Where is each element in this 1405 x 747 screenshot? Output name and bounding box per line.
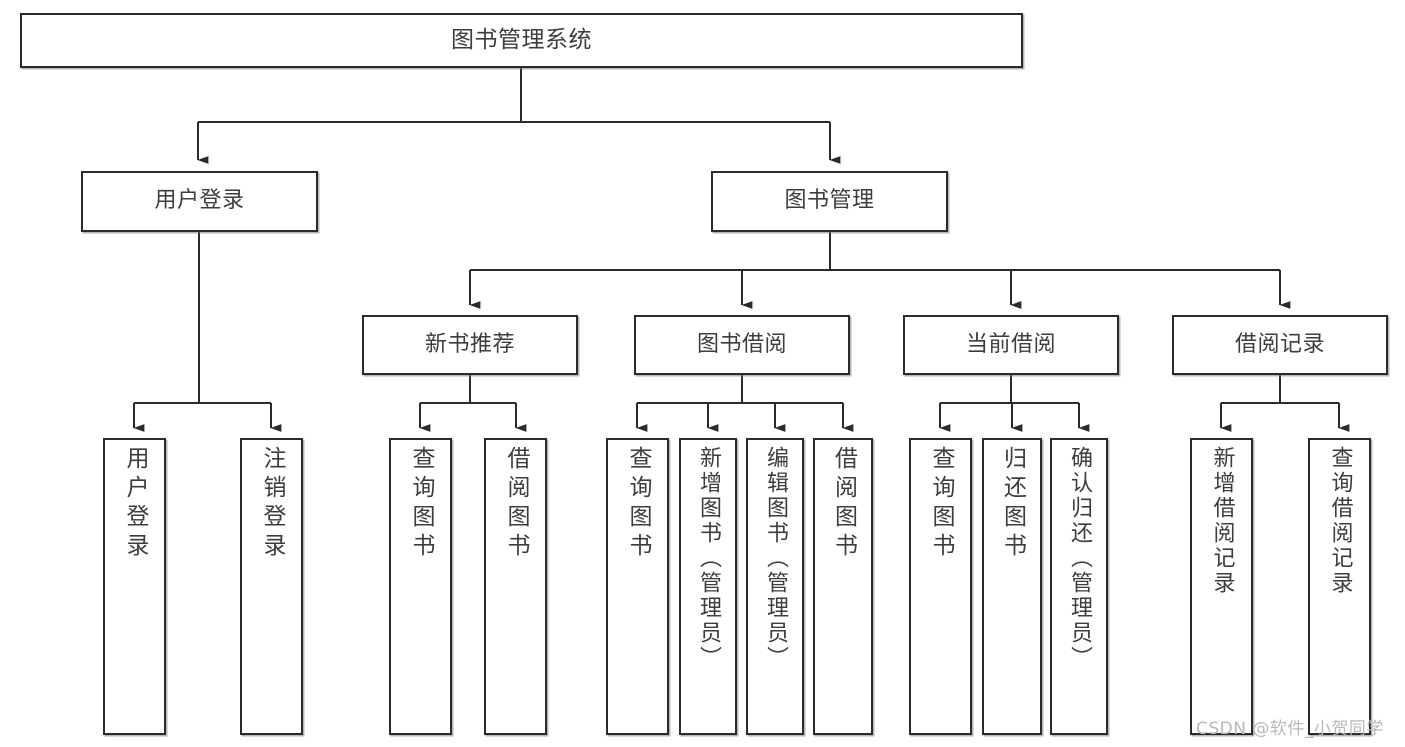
node-label: 借阅图书 <box>503 446 529 562</box>
node-leaf-user-login[interactable]: 用户登录 <box>103 438 166 735</box>
node-label: 借阅记录 <box>1234 331 1325 357</box>
node-leaf-confirm-return-admin[interactable]: 确认归还（管理员） <box>1050 438 1108 735</box>
node-leaf-borrow-book-recommend[interactable]: 借阅图书 <box>484 438 547 735</box>
node-leaf-edit-book-admin[interactable]: 编辑图书（管理员） <box>746 438 804 735</box>
node-leaf-query-book-borrow[interactable]: 查询图书 <box>606 438 669 735</box>
node-label: 编辑图书（管理员） <box>763 446 788 671</box>
csdn-watermark: CSDN @软件_小贺同学 <box>1196 719 1384 739</box>
node-label: 注销登录 <box>259 446 285 562</box>
node-label: 图书管理系统 <box>451 26 592 53</box>
node-leaf-query-borrow-record[interactable]: 查询借阅记录 <box>1308 438 1371 735</box>
node-label: 图书借阅 <box>696 331 787 357</box>
node-book-manage[interactable]: 图书管理 <box>711 171 948 232</box>
node-leaf-query-book-current[interactable]: 查询图书 <box>909 438 972 735</box>
node-leaf-add-book-admin[interactable]: 新增图书（管理员） <box>679 438 737 735</box>
node-label: 归还图书 <box>999 446 1026 562</box>
node-label: 确认归还（管理员） <box>1067 446 1092 671</box>
node-leaf-borrow-book[interactable]: 借阅图书 <box>813 438 873 735</box>
node-leaf-logout[interactable]: 注销登录 <box>240 438 303 735</box>
node-label: 查询图书 <box>408 446 434 562</box>
node-user-login[interactable]: 用户登录 <box>81 171 318 232</box>
node-current-borrow[interactable]: 当前借阅 <box>903 315 1119 375</box>
node-root-system[interactable]: 图书管理系统 <box>20 13 1023 68</box>
node-label: 用户登录 <box>122 446 148 562</box>
node-leaf-return-book[interactable]: 归还图书 <box>982 438 1042 735</box>
node-label: 查询图书 <box>928 446 954 562</box>
node-leaf-query-book-recommend[interactable]: 查询图书 <box>389 438 452 735</box>
node-label: 用户登录 <box>154 188 245 214</box>
node-label: 新增借阅记录 <box>1209 446 1235 596</box>
node-borrow-record[interactable]: 借阅记录 <box>1172 315 1388 375</box>
node-label: 借阅图书 <box>830 446 857 562</box>
node-leaf-add-borrow-record[interactable]: 新增借阅记录 <box>1190 438 1253 735</box>
node-label: 当前借阅 <box>965 331 1056 357</box>
node-label: 图书管理 <box>784 188 875 214</box>
node-label: 查询借阅记录 <box>1327 446 1353 596</box>
node-label: 新增图书（管理员） <box>696 446 721 671</box>
node-new-book-recommend[interactable]: 新书推荐 <box>362 315 578 375</box>
node-label: 新书推荐 <box>424 331 515 357</box>
node-label: 查询图书 <box>625 446 651 562</box>
node-book-borrow[interactable]: 图书借阅 <box>634 315 850 375</box>
